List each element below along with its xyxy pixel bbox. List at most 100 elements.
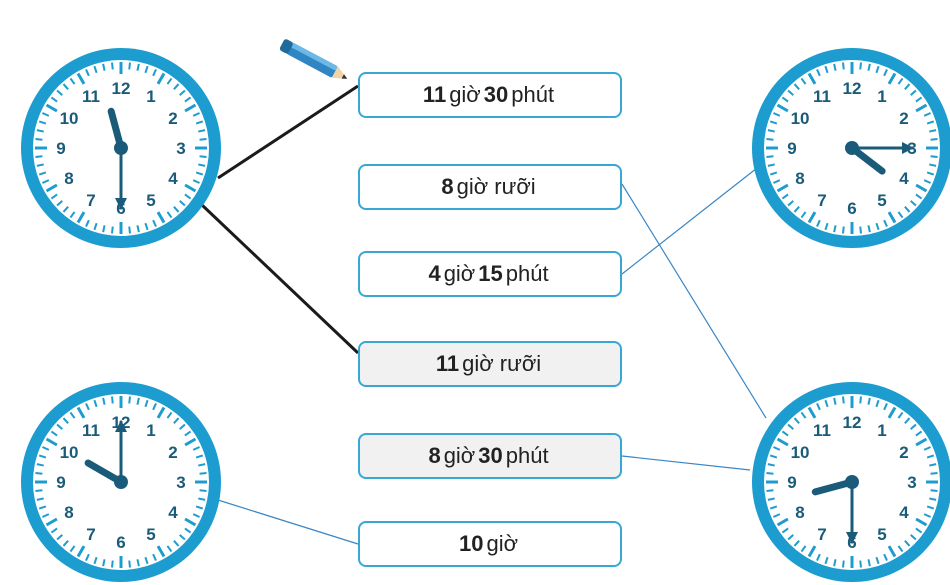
time-box-4-unit-hour: giờ rưỡi bbox=[462, 351, 542, 376]
minute-tick bbox=[875, 556, 880, 565]
minute-tick bbox=[859, 560, 862, 568]
minute-tick bbox=[195, 505, 204, 510]
clock-center bbox=[114, 141, 128, 155]
time-box-2[interactable]: 8 giờ rưỡi bbox=[358, 164, 622, 210]
clock-top-right: 121234567891011 bbox=[752, 48, 950, 248]
minute-tick bbox=[93, 222, 98, 231]
minute-tick bbox=[111, 560, 114, 568]
time-box-1[interactable]: 11 giờ 30 phút bbox=[358, 72, 622, 118]
minute-tick bbox=[897, 77, 904, 85]
time-box-3[interactable]: 4 giờ 15 phút bbox=[358, 251, 622, 297]
minute-tick bbox=[136, 225, 140, 233]
minute-tick bbox=[195, 120, 204, 125]
minute-tick bbox=[128, 226, 131, 234]
minute-tick bbox=[767, 129, 775, 133]
connection-line bbox=[621, 455, 751, 471]
clock-numeral: 1 bbox=[146, 87, 155, 106]
clock-numeral: 11 bbox=[82, 421, 100, 440]
connection-line bbox=[200, 203, 360, 355]
minute-tick bbox=[173, 83, 180, 90]
minute-tick bbox=[904, 206, 911, 213]
minute-tick bbox=[156, 72, 166, 85]
minute-tick bbox=[915, 430, 923, 437]
minute-tick bbox=[816, 403, 821, 411]
minute-tick bbox=[787, 200, 794, 207]
time-box-1-hour: 11 bbox=[422, 82, 447, 107]
minute-tick bbox=[769, 171, 778, 176]
minute-tick bbox=[56, 89, 63, 96]
minute-tick bbox=[36, 497, 44, 501]
time-box-1-unit-hour: giờ bbox=[449, 82, 481, 107]
minute-tick bbox=[62, 417, 69, 424]
minute-tick bbox=[76, 72, 86, 85]
clock-numeral: 12 bbox=[112, 79, 131, 98]
time-box-3-unit-minute: phút bbox=[505, 261, 549, 286]
minute-tick bbox=[156, 406, 166, 419]
clock-numeral: 9 bbox=[56, 139, 65, 158]
clock-numeral: 8 bbox=[64, 503, 73, 522]
minute-tick bbox=[767, 497, 775, 501]
minute-tick bbox=[781, 96, 789, 103]
minute-tick bbox=[35, 472, 43, 475]
minute-tick bbox=[833, 225, 837, 233]
minute-tick bbox=[773, 112, 781, 117]
minute-tick bbox=[199, 155, 207, 158]
minute-tick bbox=[179, 200, 186, 207]
clock-bottom-right: 121234567891011 bbox=[752, 382, 950, 582]
time-box-6[interactable]: 10 giờ bbox=[358, 521, 622, 567]
clock-numeral: 9 bbox=[56, 473, 65, 492]
clock-numeral: 8 bbox=[795, 169, 804, 188]
minute-tick bbox=[929, 497, 937, 501]
minute-tick bbox=[50, 96, 58, 103]
minute-tick bbox=[136, 559, 140, 567]
time-box-3-unit-hour: giờ bbox=[443, 261, 476, 286]
clock-numeral: 4 bbox=[168, 169, 178, 188]
minute-tick bbox=[929, 463, 937, 467]
clock-numeral: 5 bbox=[877, 525, 886, 544]
minute-tick bbox=[85, 553, 90, 561]
minute-tick bbox=[867, 63, 871, 71]
minute-tick bbox=[926, 171, 935, 176]
minute-tick bbox=[69, 411, 76, 419]
minute-tick bbox=[111, 62, 114, 70]
minute-tick bbox=[50, 527, 58, 534]
minute-tick bbox=[195, 454, 204, 459]
minute-tick bbox=[923, 513, 931, 518]
minute-tick bbox=[887, 72, 897, 85]
minute-tick bbox=[35, 155, 43, 158]
minute-tick bbox=[144, 556, 149, 565]
minute-tick bbox=[173, 540, 180, 547]
minute-tick bbox=[897, 411, 904, 419]
minute-tick bbox=[128, 560, 131, 568]
minute-tick bbox=[199, 138, 207, 141]
clock-numeral: 9 bbox=[787, 473, 796, 492]
minute-tick bbox=[198, 463, 206, 467]
minute-tick bbox=[166, 545, 173, 553]
minute-tick bbox=[800, 545, 807, 553]
minute-tick bbox=[883, 69, 888, 77]
clock-numeral: 10 bbox=[60, 109, 79, 128]
minute-tick bbox=[38, 120, 47, 125]
minute-tick bbox=[136, 63, 140, 71]
minute-tick bbox=[926, 454, 935, 459]
minute-tick bbox=[930, 489, 938, 492]
time-box-6-unit-hour: giờ bbox=[486, 531, 519, 556]
minute-tick bbox=[102, 225, 106, 233]
minute-tick bbox=[184, 527, 192, 534]
minute-tick bbox=[42, 513, 50, 518]
minute-tick bbox=[42, 179, 50, 184]
minute-tick bbox=[184, 103, 197, 113]
minute-hand-tip bbox=[115, 420, 127, 432]
minute-tick bbox=[930, 138, 938, 141]
minute-tick bbox=[152, 69, 157, 77]
time-box-5[interactable]: 8 giờ 30 phút bbox=[358, 433, 622, 479]
time-box-4[interactable]: 11 giờ rưỡi bbox=[358, 341, 622, 387]
minute-tick bbox=[166, 77, 173, 85]
minute-tick bbox=[923, 112, 931, 117]
clock-numeral: 2 bbox=[168, 109, 177, 128]
minute-tick bbox=[85, 219, 90, 227]
minute-tick bbox=[904, 417, 911, 424]
minute-tick bbox=[184, 183, 197, 193]
minute-tick bbox=[42, 112, 50, 117]
